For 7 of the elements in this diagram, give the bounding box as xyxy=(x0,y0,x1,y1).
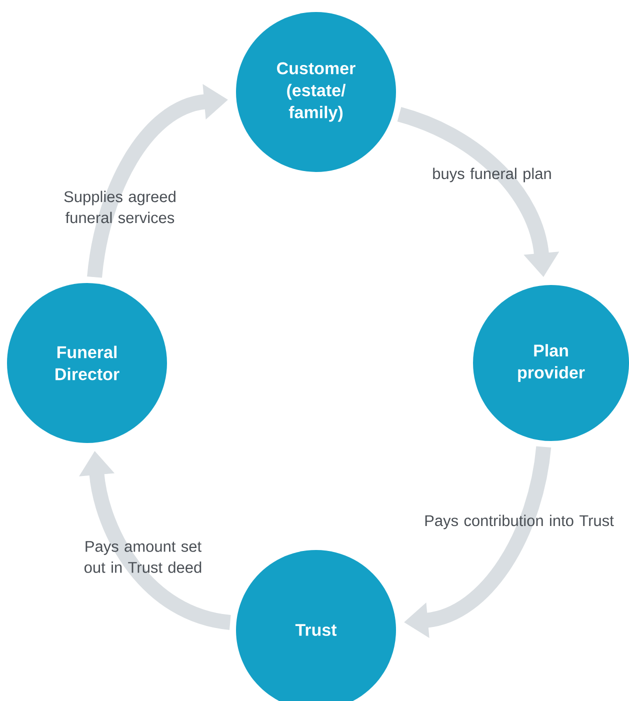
edge-label: buys funeral plan xyxy=(433,168,551,182)
edge-label: Supplies agreed funeral services xyxy=(64,190,176,224)
edge-label: Pays amount set out in Trust deed xyxy=(84,541,202,573)
circle-node: Funeral Director xyxy=(7,283,167,443)
circle-node: Customer (estate/ family) xyxy=(236,12,396,172)
circle-node: Plan provider xyxy=(473,285,629,441)
edge-label: Pays contribution into Trust xyxy=(425,514,614,530)
